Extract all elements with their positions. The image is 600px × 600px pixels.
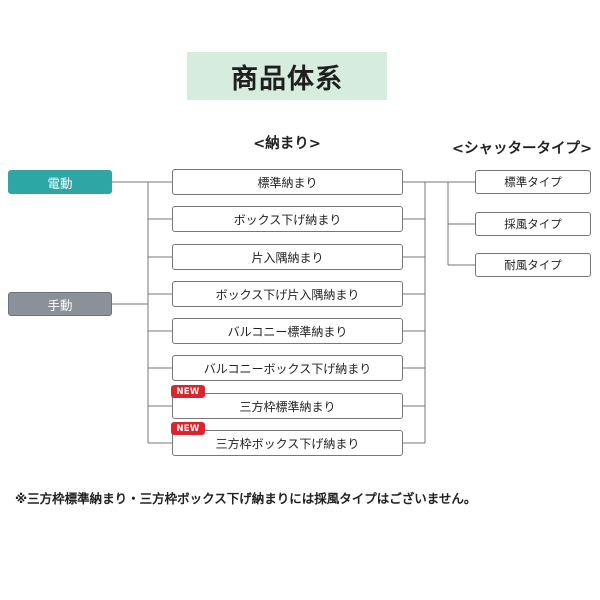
type-box-standard: 標準タイプ: [475, 170, 591, 194]
fitting-heading: <納まり>: [253, 136, 321, 152]
new-badge: NEW: [171, 385, 205, 398]
new-badge: NEW: [171, 422, 205, 435]
operation-manual: 手動: [8, 292, 112, 316]
fitting-box-8: 三方枠ボックス下げ納まり: [172, 430, 403, 456]
fitting-box-3: 片入隅納まり: [172, 244, 403, 270]
footnote: ※三方枠標準納まり・三方枠ボックス下げ納まりには採風タイプはございません。: [15, 491, 477, 506]
operation-electric: 電動: [8, 170, 112, 194]
fitting-box-5: バルコニー標準納まり: [172, 318, 403, 344]
fitting-box-1: 標準納まり: [172, 169, 403, 195]
shutter-type-heading: <シャッタータイプ>: [451, 141, 593, 157]
type-box-ventilation: 採風タイプ: [475, 212, 591, 236]
fitting-box-2: ボックス下げ納まり: [172, 206, 403, 232]
page-title: 商品体系: [187, 52, 387, 100]
fitting-box-4: ボックス下げ片入隅納まり: [172, 281, 403, 307]
fitting-box-7: 三方枠標準納まり: [172, 393, 403, 419]
fitting-box-6: バルコニーボックス下げ納まり: [172, 355, 403, 381]
type-box-wind-resistant: 耐風タイプ: [475, 253, 591, 277]
